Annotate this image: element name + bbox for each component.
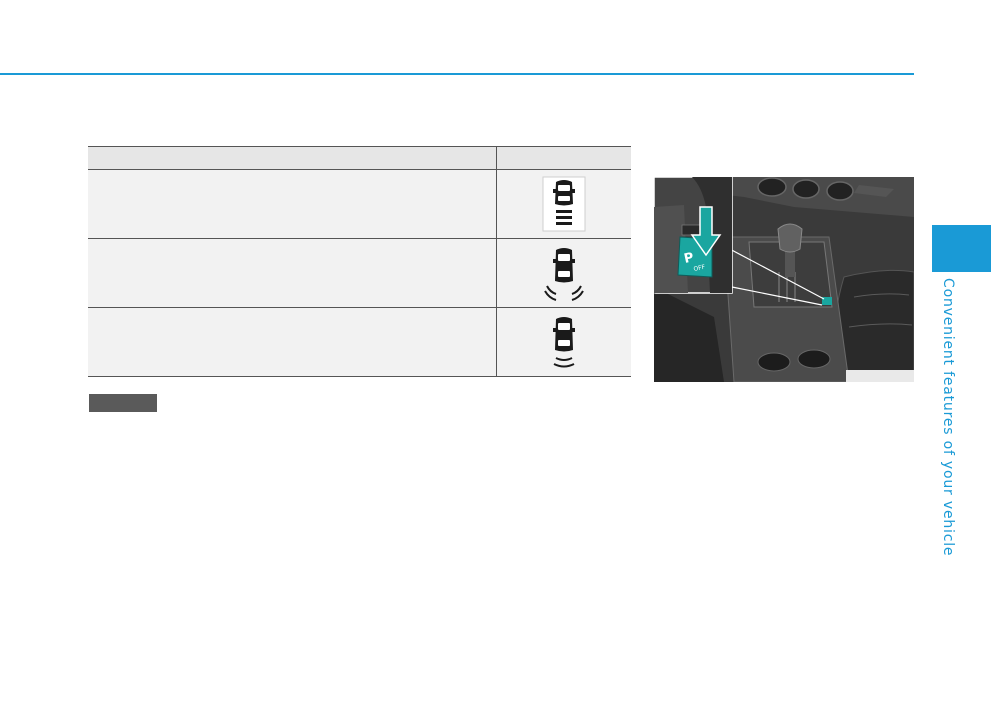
table-header-indicator xyxy=(496,146,631,170)
table-row xyxy=(88,169,631,239)
svg-text:P: P xyxy=(683,250,695,267)
table-cell-condition xyxy=(88,307,497,377)
table-row xyxy=(88,238,631,308)
table-cell-condition xyxy=(88,238,497,308)
table-cell-condition xyxy=(88,169,497,239)
car-all-sensors-icon xyxy=(542,176,586,232)
table-cell-indicator xyxy=(496,307,631,377)
table-row xyxy=(88,307,631,377)
car-rear-center-sensor-icon xyxy=(553,317,575,368)
figure-code-label xyxy=(846,370,914,382)
note-label-tab xyxy=(89,394,157,412)
table-cell-indicator xyxy=(496,169,631,239)
shift-lever-drawing: P OFF xyxy=(654,177,914,382)
chapter-caption: Convenient features of your vehicle xyxy=(940,278,956,557)
warning-indicator-table xyxy=(88,146,631,377)
table-header-condition xyxy=(88,146,497,170)
car-rear-outer-sensors-icon xyxy=(544,248,584,301)
header-rule xyxy=(0,73,914,75)
svg-text:OFF: OFF xyxy=(693,264,706,273)
table-header-row xyxy=(88,146,631,170)
console-illustration: P OFF xyxy=(654,177,914,382)
table-cell-indicator xyxy=(496,238,631,308)
chapter-tab xyxy=(932,225,991,272)
